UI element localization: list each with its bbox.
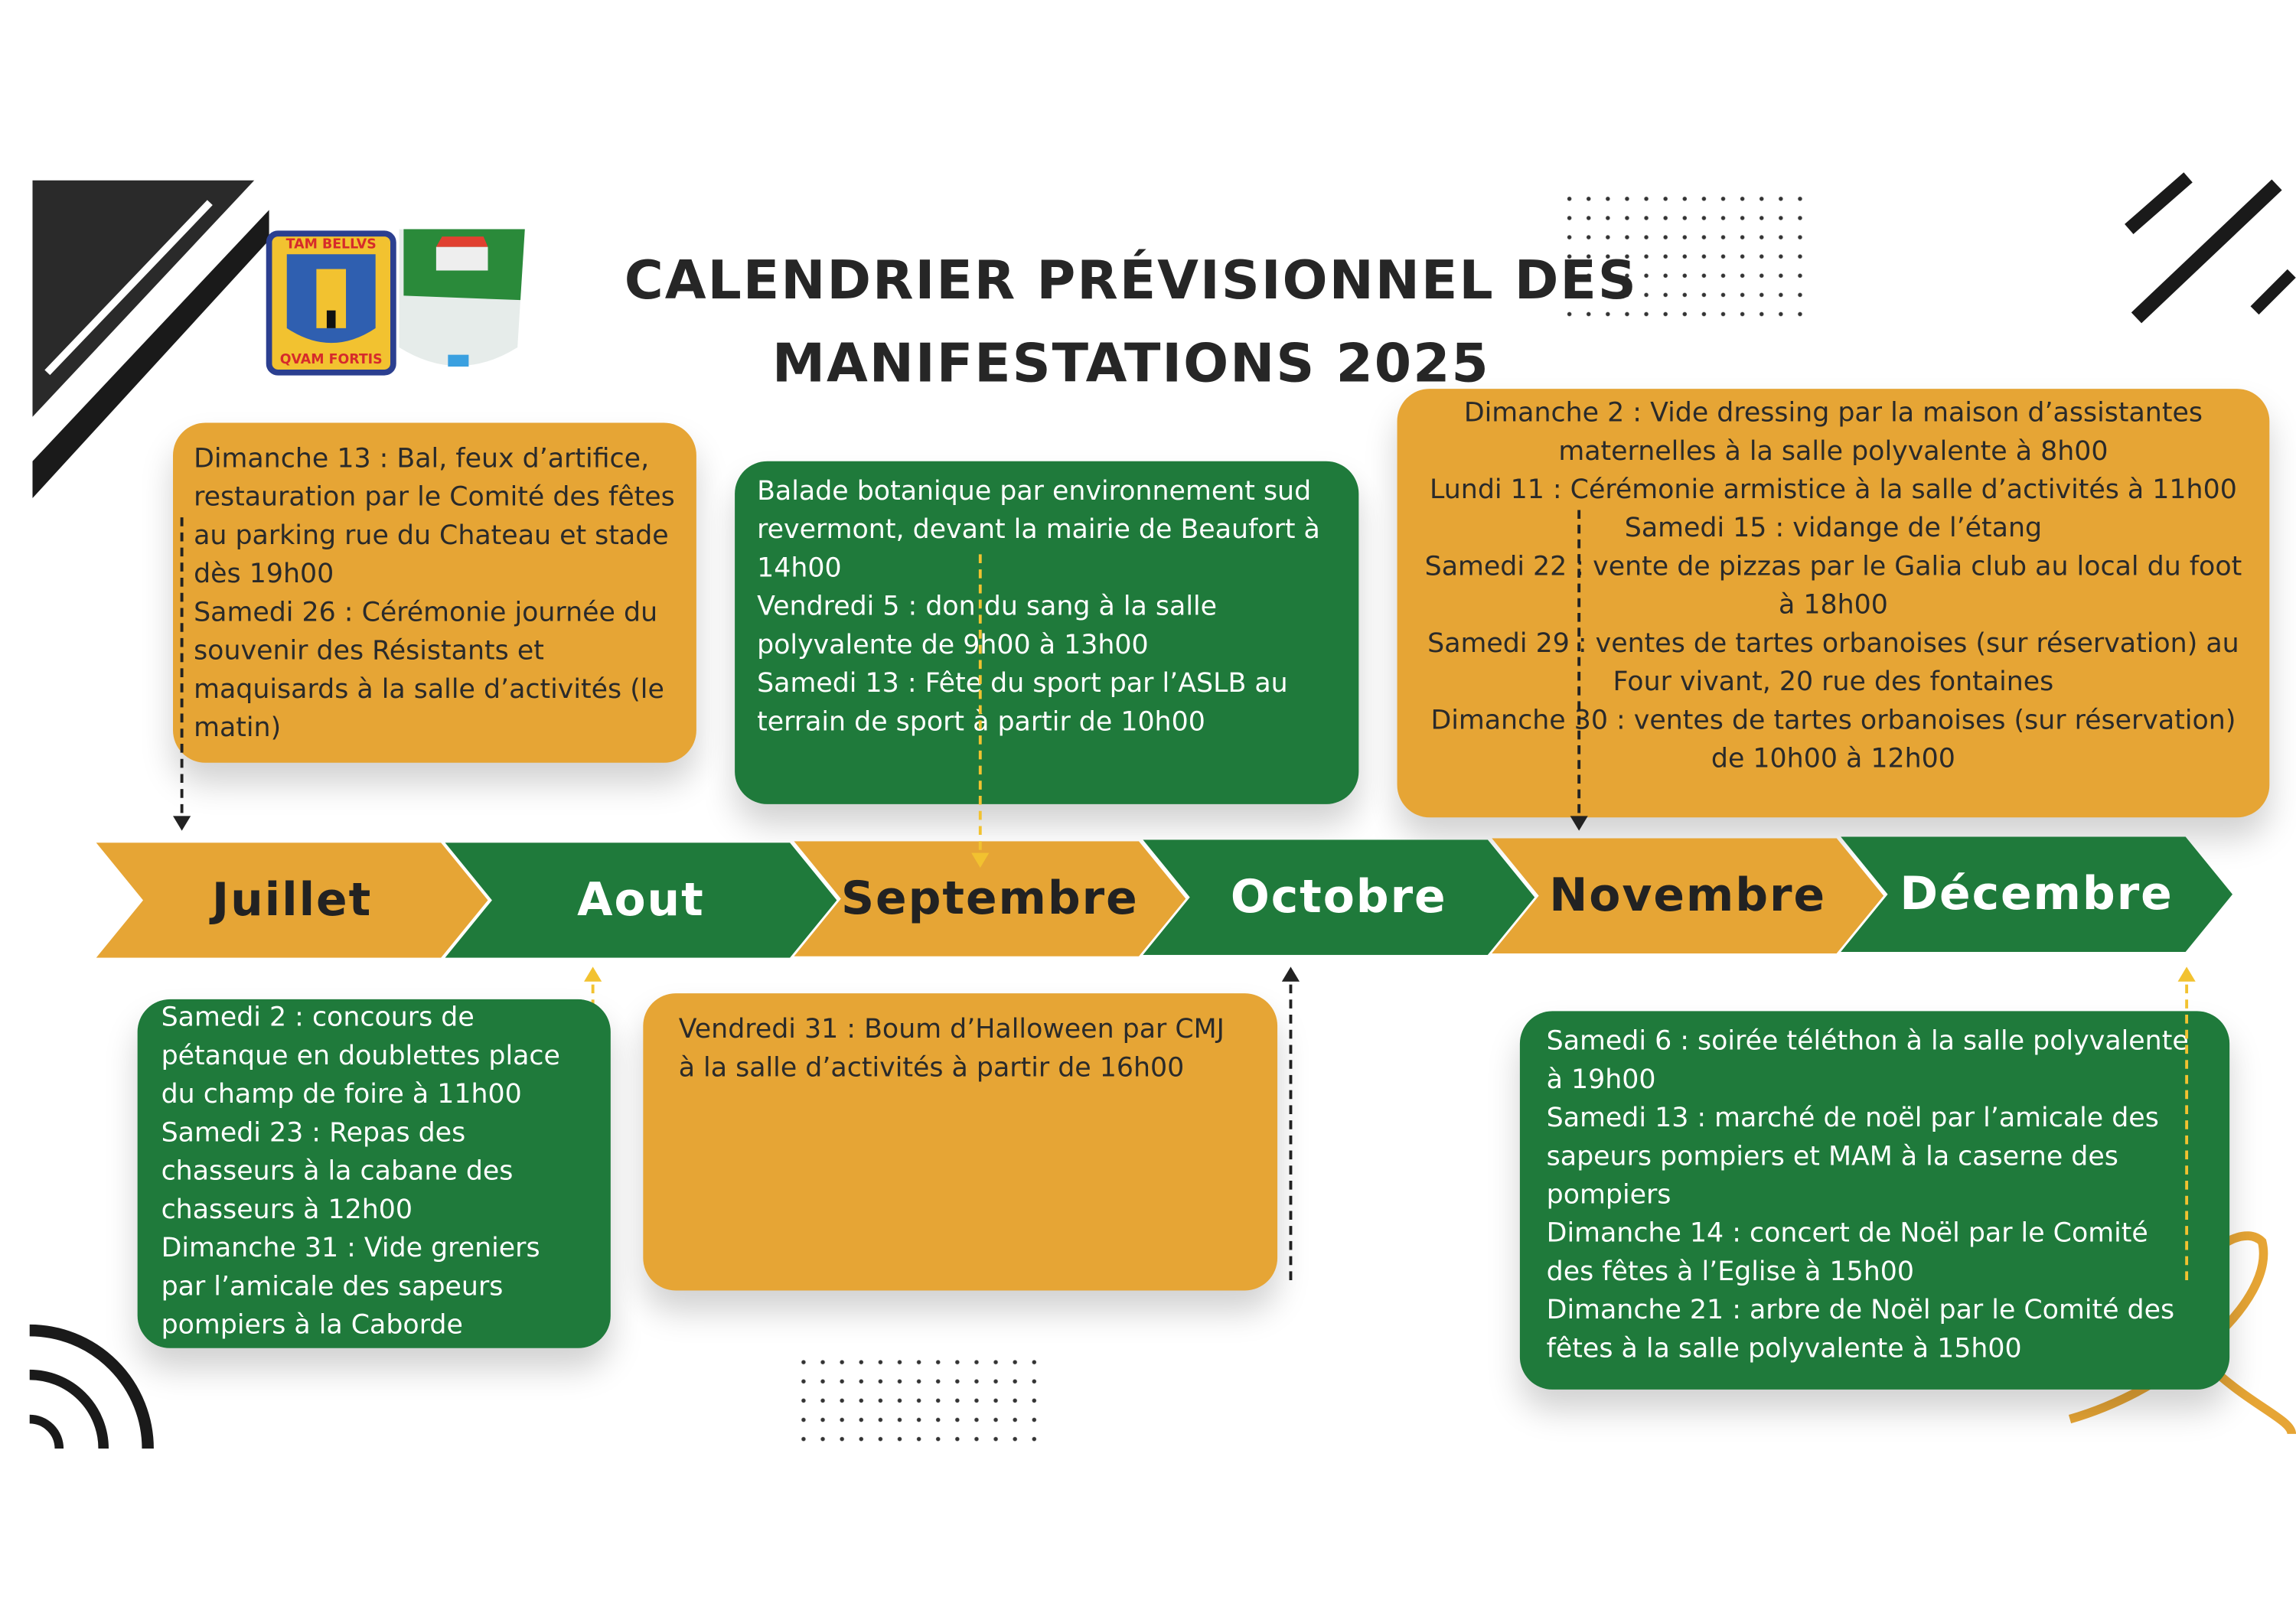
- svg-text:QVAM FORTIS: QVAM FORTIS: [280, 352, 383, 367]
- event-item: Vendredi 5 : don du sang à la salle poly…: [757, 591, 1218, 661]
- event-item: Samedi 23 : Repas des chasseurs à la cab…: [161, 1117, 514, 1226]
- event-box-juillet: Dimanche 13 : Bal, feux d’artifice, rest…: [173, 422, 696, 763]
- event-item: Balade botanique par environnement sud r…: [757, 476, 1320, 585]
- event-item: Dimanche 13 : Bal, feux d’artifice, rest…: [194, 443, 675, 590]
- arrow-up-icon: [1281, 966, 1300, 982]
- connector-novembre: [1577, 510, 1581, 813]
- event-box-decembre: Samedi 6 : soirée téléthon à la salle po…: [1519, 1011, 2230, 1390]
- event-item: Samedi 26 : Cérémonie journée du souveni…: [194, 597, 664, 744]
- arrow-up-icon: [584, 966, 602, 982]
- event-item: Lundi 11 : Cérémonie armistice à la sall…: [1429, 474, 2237, 506]
- month-aout: Aout: [445, 842, 837, 958]
- crest-logo-village: [399, 229, 525, 367]
- event-item: Samedi 6 : soirée téléthon à la salle po…: [1546, 1025, 2189, 1096]
- event-item: Samedi 29 : ventes de tartes orbanoises …: [1427, 628, 2239, 698]
- event-box-novembre: Dimanche 2 : Vide dressing par la maison…: [1397, 389, 2270, 818]
- connector-decembre: [2185, 984, 2189, 1280]
- month-septembre: Septembre: [794, 841, 1186, 957]
- event-box-octobre: Vendredi 31 : Boum d’Halloween par CMJ à…: [643, 993, 1278, 1291]
- connector-juillet: [180, 517, 184, 813]
- connector-octobre: [1289, 984, 1293, 1280]
- month-decembre: Décembre: [1841, 836, 2233, 953]
- event-item: Vendredi 31 : Boum d’Halloween par CMJ à…: [678, 1014, 1225, 1084]
- arrow-down-icon: [971, 852, 990, 868]
- arrow-up-icon: [2177, 966, 2196, 982]
- event-item: Samedi 13 : Fête du sport par l’ASLB au …: [757, 668, 1288, 738]
- svg-text:TAM BELLVS: TAM BELLVS: [286, 237, 377, 253]
- event-box-septembre: Balade botanique par environnement sud r…: [735, 461, 1359, 804]
- dot-pattern: [794, 1352, 1049, 1445]
- crest-logo-tower: TAM BELLVS QVAM FORTIS: [266, 230, 396, 376]
- event-item: Dimanche 30 : ventes de tartes orbanoise…: [1430, 705, 2236, 775]
- event-box-aout: Samedi 2 : concours de pétanque en doubl…: [137, 999, 611, 1348]
- event-item: Dimanche 31 : Vide greniers par l’amical…: [161, 1233, 540, 1341]
- event-item: Samedi 22 : vente de pizzas par le Galia…: [1424, 551, 2242, 621]
- event-item: Samedi 15 : vidange de l’étang: [1624, 513, 2043, 544]
- month-juillet: Juillet: [96, 842, 488, 958]
- event-item: Samedi 2 : concours de pétanque en doubl…: [161, 1002, 560, 1110]
- event-item: Samedi 13 : marché de noël par l’amicale…: [1546, 1103, 2159, 1211]
- arrow-down-icon: [1570, 816, 1588, 831]
- brush-stroke-decoration: [32, 180, 269, 499]
- arc-decoration: [29, 1324, 154, 1449]
- event-item: Dimanche 21 : arbre de Noël par le Comit…: [1546, 1295, 2175, 1365]
- month-novembre: Novembre: [1492, 838, 1884, 954]
- event-item: Dimanche 14 : concert de Noël par le Com…: [1546, 1217, 2148, 1288]
- connector-septembre: [978, 554, 982, 850]
- poster-title-line1: CALENDRIER PRÉVISIONNEL DES: [624, 251, 1638, 312]
- arrow-down-icon: [173, 816, 191, 831]
- poster-title-line2: MANIFESTATIONS 2025: [771, 334, 1490, 395]
- brush-stroke-decoration-right: [2125, 172, 2296, 324]
- dot-pattern: [1560, 189, 1815, 320]
- month-octobre: Octobre: [1143, 839, 1535, 955]
- event-item: Dimanche 2 : Vide dressing par la maison…: [1463, 397, 2203, 468]
